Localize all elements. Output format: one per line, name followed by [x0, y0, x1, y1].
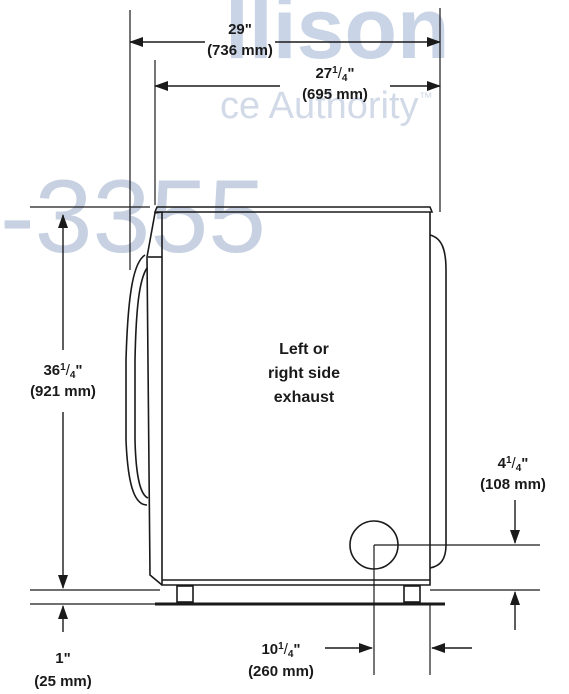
dryer-door: [125, 254, 148, 506]
exhaust-label-line-1: Left or: [279, 341, 329, 358]
watermark-line-2: ce Authority™: [220, 85, 433, 127]
dryer-cabinet: [161, 212, 431, 586]
vent-offset-inches: 101/4": [261, 641, 300, 660]
cabinet-depth-metric: (695 mm): [302, 86, 368, 103]
overall-depth-inches: 29": [228, 21, 252, 38]
watermark-line-3: -3355: [0, 159, 266, 275]
dryer-body: [125, 206, 447, 603]
vent-offset-metric: (260 mm): [248, 663, 314, 680]
height-inches: 361/4": [43, 362, 82, 381]
exhaust-label-line-3: exhaust: [274, 389, 335, 406]
cabinet-depth-inches: 271/4": [315, 65, 354, 84]
overall-depth-label: 29" (736 mm): [207, 21, 273, 59]
dryer-rear-foot: [403, 585, 421, 603]
height-label: 361/4" (921 mm): [30, 362, 96, 400]
dryer-front-foot: [176, 585, 194, 603]
dryer-back-panel: [429, 234, 447, 569]
exhaust-label-line-2: right side: [268, 365, 340, 382]
overall-depth-metric: (736 mm): [207, 42, 273, 59]
dryer-top-edge: [153, 206, 434, 213]
vent-height-metric: (108 mm): [480, 476, 546, 493]
watermark: llison ce Authority™ -3355: [0, 0, 450, 275]
floor-clearance-inches: 1": [55, 650, 70, 667]
floor-clearance-label: 1" (25 mm): [34, 650, 92, 690]
floor-clearance-metric: (25 mm): [34, 673, 92, 690]
exhaust-label: Left or right side exhaust: [268, 341, 340, 406]
vent-offset-label: 101/4" (260 mm): [248, 641, 314, 680]
vent-height-label: 41/4" (108 mm): [480, 455, 546, 493]
dryer-front-face: [146, 211, 163, 586]
cabinet-depth-label: 271/4" (695 mm): [302, 65, 368, 103]
height-metric: (921 mm): [30, 383, 96, 400]
vent-height-inches: 41/4": [498, 455, 529, 474]
dimension-arrows: [58, 37, 520, 653]
dryer-door-inner: [134, 267, 149, 499]
watermark-line-1: llison: [225, 0, 450, 77]
